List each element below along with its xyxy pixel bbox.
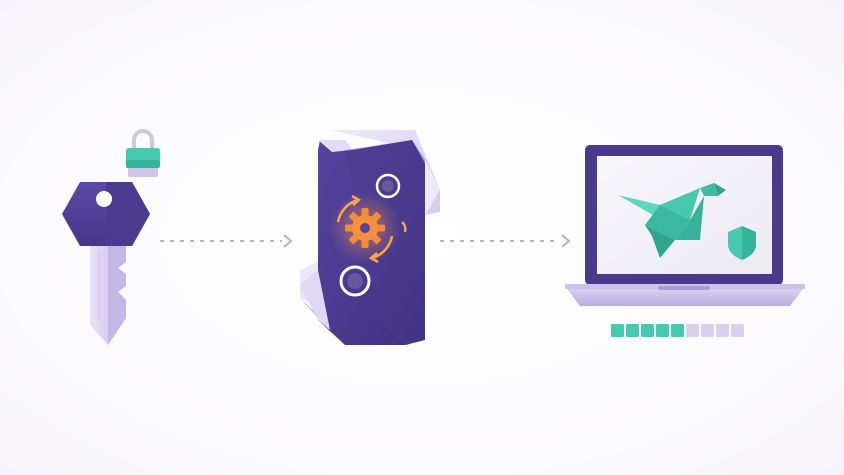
shield-icon [728,226,756,260]
key-icon [62,182,150,345]
ring-icon [375,173,401,199]
padlock-icon [126,129,160,177]
laptop-icon [565,145,805,306]
folded-device-icon [300,130,440,345]
progress-bar [611,324,744,337]
progress-segment-filled [671,324,684,337]
gear-icon [329,192,407,264]
progress-segment-empty [716,324,729,337]
connector-arrow [440,234,571,248]
progress-segment-filled [611,324,624,337]
progress-segment-empty [686,324,699,337]
origami-bird-icon [618,183,726,258]
ring-icon [339,265,371,297]
progress-segment-empty [731,324,744,337]
connector-arrow [160,234,293,248]
progress-segment-filled [641,324,654,337]
progress-segment-empty [701,324,714,337]
progress-segment-filled [626,324,639,337]
progress-segment-filled [656,324,669,337]
